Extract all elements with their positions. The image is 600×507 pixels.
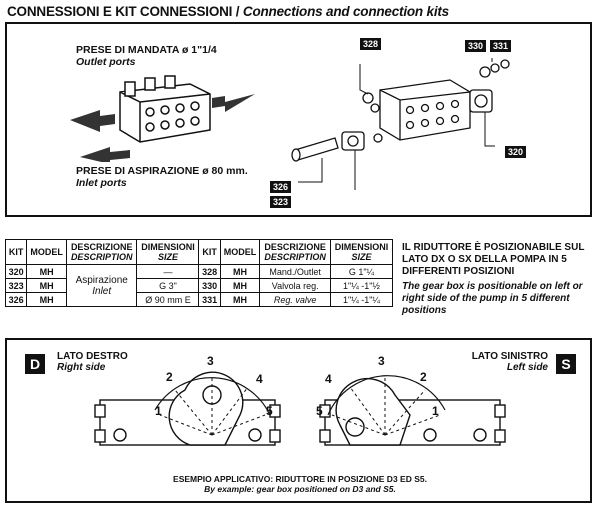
header-model-2: MODEL: [219, 239, 261, 265]
left-side-badge: S: [556, 354, 576, 374]
right-side-gearbox-diagram: [94, 371, 281, 446]
pump-illustration: [70, 75, 255, 162]
kit-cell: 331: [198, 292, 221, 307]
description-cell: Mand./Outlet: [259, 264, 331, 279]
right-side-badge: D: [25, 354, 45, 374]
callout-330: 330: [465, 40, 487, 52]
size-cell: G 3": [136, 278, 200, 293]
model-cell: MH: [26, 264, 67, 279]
right-position-4: 4: [256, 372, 263, 386]
callout-331: 331: [490, 40, 512, 52]
kit-cell: 320: [4, 264, 28, 279]
right-position-1: 1: [155, 404, 162, 418]
left-position-1: 1: [432, 404, 439, 418]
page-title: CONNESSIONI E KIT CONNESSIONI / Connecti…: [7, 4, 449, 19]
right-position-5: 5: [266, 404, 273, 418]
left-position-4: 4: [325, 372, 332, 386]
table-row: 323 MH G 3" 330 MH Valvola reg. 1"¼ -1"½: [4, 278, 394, 293]
kit-cell: 330: [198, 278, 221, 293]
description-cell: Valvola reg.: [259, 278, 331, 293]
description-cell: Reg. valve: [259, 292, 331, 307]
left-position-5: 5: [316, 404, 323, 418]
table-row: 326 MH Ø 90 mm E 331 MH Reg. valve 1"¼ -…: [4, 292, 394, 307]
kit-cell: 326: [4, 292, 28, 307]
size-cell: 1"¼ -1"½: [329, 278, 394, 293]
size-cell: —: [136, 264, 200, 279]
gearbox-positions-panel: [5, 338, 592, 503]
connection-kit-exploded-view: [291, 58, 510, 190]
gearbox-note-english: The gear box is positionable on left or …: [402, 281, 583, 316]
gearbox-note: IL RIDUTTORE È POSIZIONABILE SUL LATO DX…: [402, 242, 594, 317]
model-cell: MH: [26, 292, 67, 307]
model-cell: MH: [219, 278, 261, 293]
right-position-2: 2: [166, 370, 173, 384]
right-position-3: 3: [207, 354, 214, 368]
left-position-3: 3: [378, 354, 385, 368]
header-kit: KIT: [4, 239, 28, 265]
callout-328: 328: [360, 38, 382, 50]
header-model: MODEL: [26, 239, 67, 265]
size-cell: 1"¼ -1"¼: [329, 292, 394, 307]
size-cell: Ø 90 mm E: [136, 292, 200, 307]
kit-cell: 328: [198, 264, 221, 279]
example-caption: ESEMPIO APPLICATIVO: RIDUTTORE IN POSIZI…: [173, 474, 427, 494]
connections-panel: [5, 22, 592, 217]
callout-320: 320: [505, 146, 527, 158]
model-cell: MH: [26, 278, 67, 293]
model-cell: MH: [219, 264, 261, 279]
size-cell: G 1"¼: [329, 264, 394, 279]
model-cell: MH: [219, 292, 261, 307]
callout-323: 323: [270, 196, 292, 208]
header-kit-2: KIT: [198, 239, 221, 265]
left-position-2: 2: [420, 370, 427, 384]
callout-326: 326: [270, 181, 292, 193]
gearbox-note-italian: IL RIDUTTORE È POSIZIONABILE SUL LATO DX…: [402, 242, 585, 277]
kit-cell: 323: [4, 278, 28, 293]
left-side-gearbox-diagram: [319, 375, 506, 446]
inlet-ports-label: PRESE DI ASPIRAZIONE ø 80 mm.Inlet ports: [76, 165, 248, 189]
